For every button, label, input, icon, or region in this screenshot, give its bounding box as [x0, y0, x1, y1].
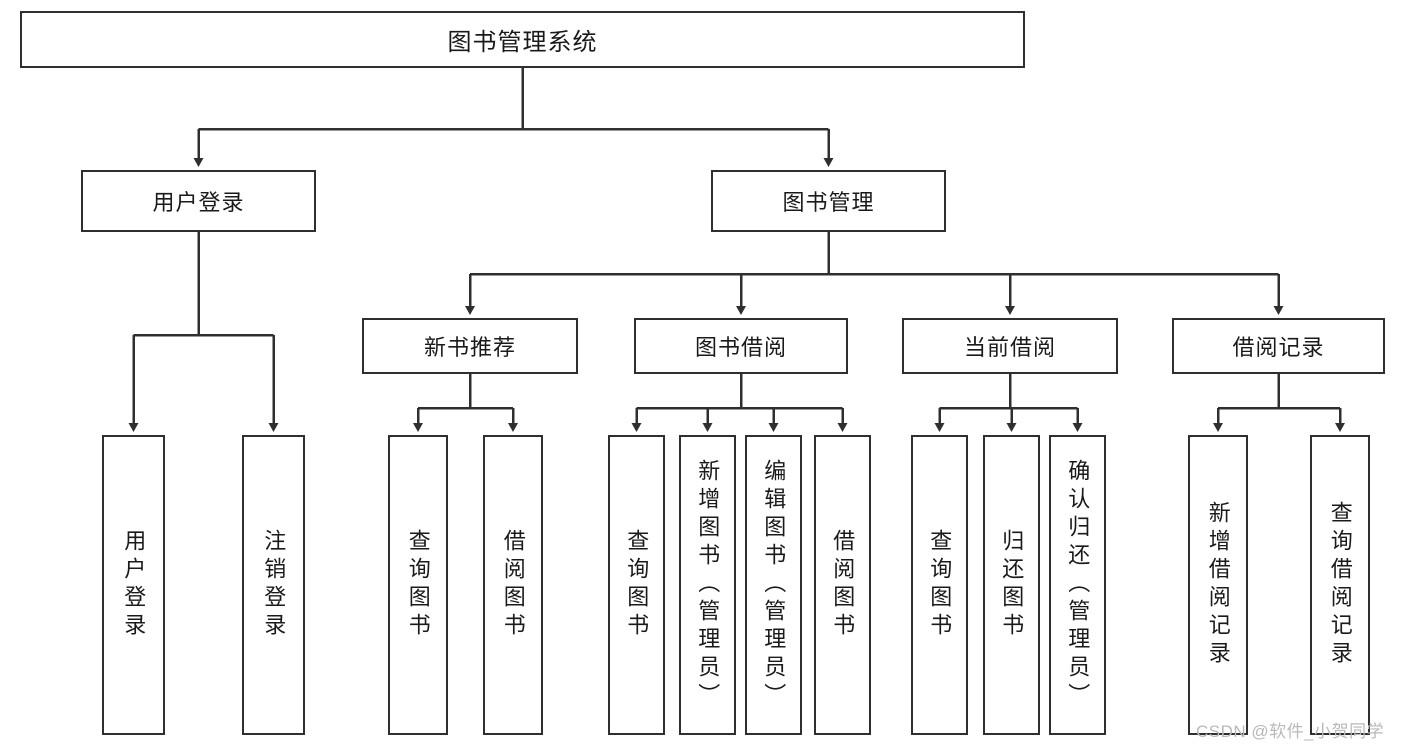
node-label: 图书管理系统: [447, 29, 598, 56]
leaf-node-借阅图书-7[interactable]: 借阅图书: [814, 435, 871, 735]
node-label: 查询图书: [927, 529, 953, 641]
lvl3-node-当前借阅-2[interactable]: 当前借阅: [902, 318, 1118, 374]
node-label: 用户登录: [152, 190, 245, 215]
leaf-node-编辑图书管理员-6[interactable]: 编辑图书（管理员）: [745, 435, 802, 735]
node-label: 查询图书: [624, 529, 650, 641]
node-label: 当前借阅: [963, 335, 1056, 360]
node-label: 图书借阅: [694, 335, 787, 360]
lvl2-node-图书管理-1[interactable]: 图书管理: [711, 170, 946, 232]
lvl3-node-新书推荐-0[interactable]: 新书推荐: [362, 318, 578, 374]
leaf-node-借阅图书-3[interactable]: 借阅图书: [483, 435, 543, 735]
node-label: 编辑图书（管理员）: [761, 459, 787, 711]
leaf-node-注销登录-1[interactable]: 注销登录: [242, 435, 305, 735]
leaf-node-新增借阅记录-11[interactable]: 新增借阅记录: [1188, 435, 1248, 735]
node-label: 用户登录: [121, 529, 147, 641]
lvl3-node-借阅记录-3[interactable]: 借阅记录: [1172, 318, 1385, 374]
leaf-node-归还图书-9[interactable]: 归还图书: [983, 435, 1040, 735]
leaf-node-查询图书-8[interactable]: 查询图书: [911, 435, 968, 735]
node-label: 查询图书: [405, 529, 431, 641]
root-node-图书管理系统[interactable]: 图书管理系统: [20, 11, 1025, 68]
node-label: 新增借阅记录: [1205, 501, 1231, 669]
node-label: 查询借阅记录: [1327, 501, 1353, 669]
lvl2-node-用户登录-0[interactable]: 用户登录: [81, 170, 316, 232]
node-label: 借阅图书: [500, 529, 526, 641]
leaf-node-新增图书管理员-5[interactable]: 新增图书（管理员）: [679, 435, 736, 735]
node-label: 借阅记录: [1232, 335, 1325, 360]
node-label: 注销登录: [261, 529, 287, 641]
node-label: 借阅图书: [830, 529, 856, 641]
node-label: 图书管理: [782, 190, 875, 215]
node-label: 新增图书（管理员）: [695, 459, 721, 711]
lvl3-node-图书借阅-1[interactable]: 图书借阅: [634, 318, 848, 374]
node-label: 新书推荐: [423, 335, 516, 360]
node-label: 归还图书: [999, 529, 1025, 641]
leaf-node-查询图书-2[interactable]: 查询图书: [388, 435, 448, 735]
leaf-node-确认归还管理员-10[interactable]: 确认归还（管理员）: [1049, 435, 1106, 735]
leaf-node-查询借阅记录-12[interactable]: 查询借阅记录: [1310, 435, 1370, 735]
leaf-node-用户登录-0[interactable]: 用户登录: [102, 435, 165, 735]
leaf-node-查询图书-4[interactable]: 查询图书: [608, 435, 665, 735]
node-label: 确认归还（管理员）: [1065, 459, 1091, 711]
